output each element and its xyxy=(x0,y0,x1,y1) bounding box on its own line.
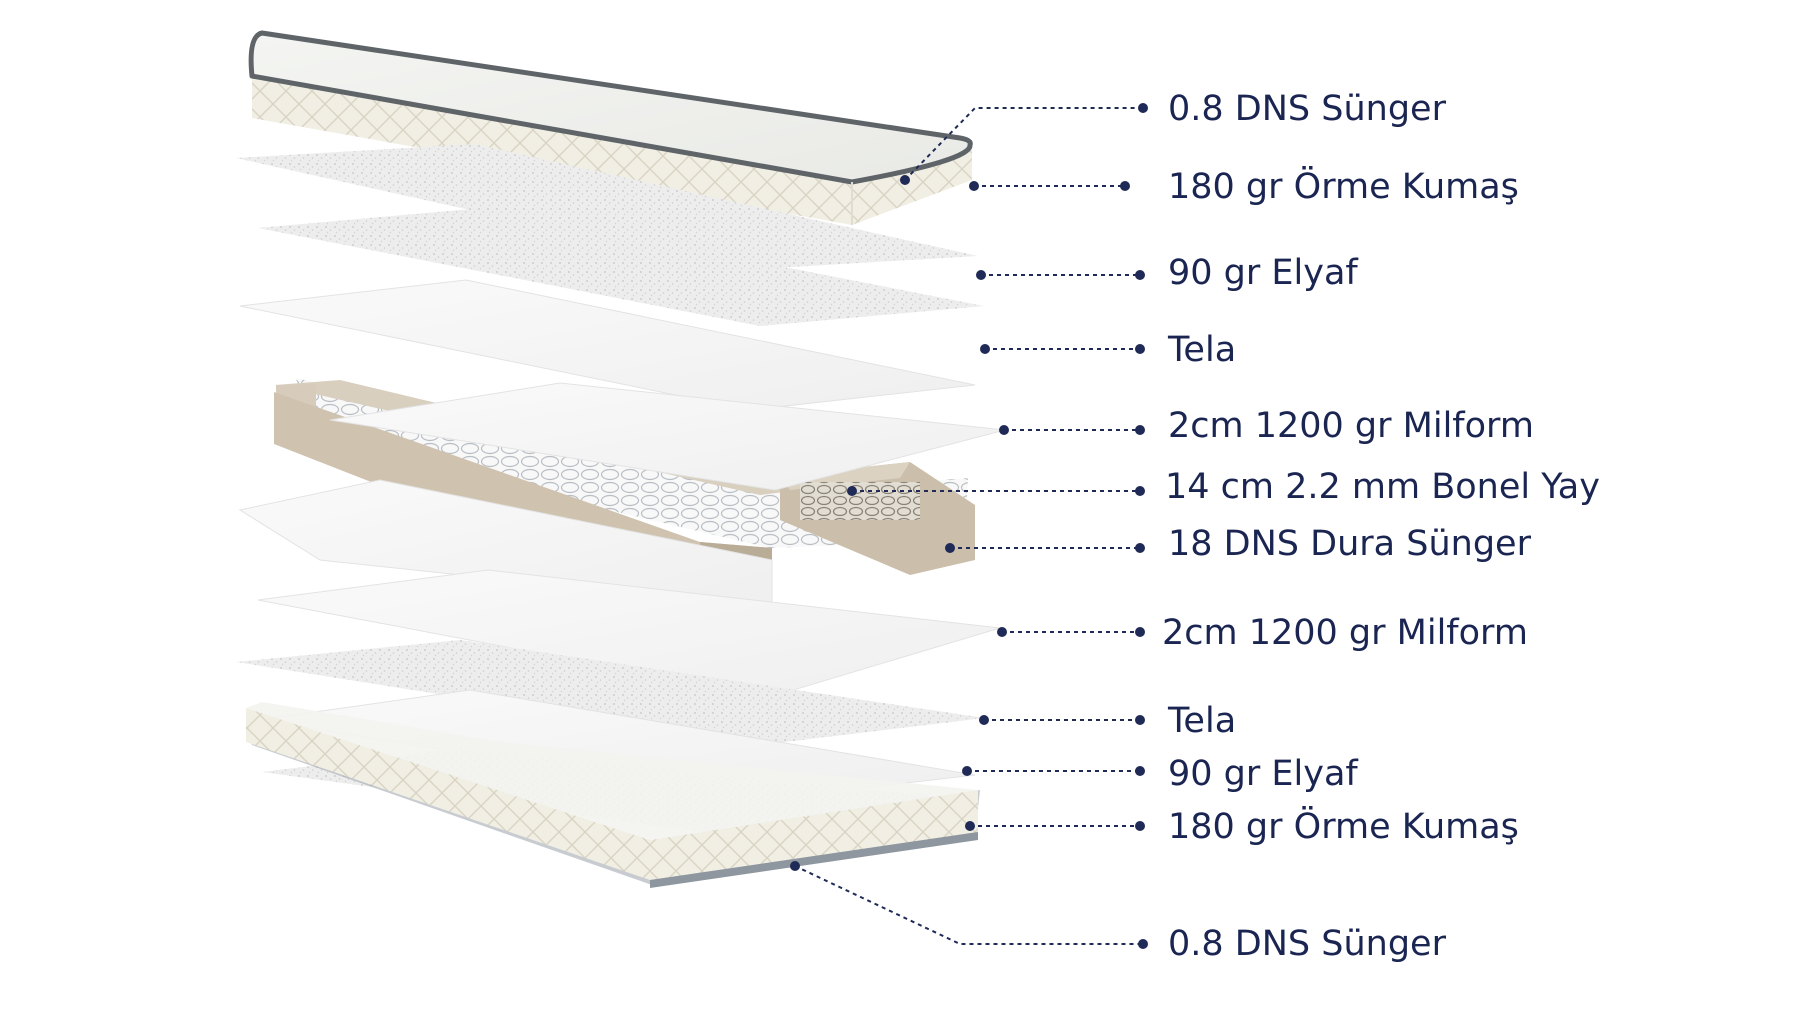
label-dura-foam: 18 DNS Dura Sünger xyxy=(1168,524,1532,564)
bottom-mattress-panel xyxy=(246,702,980,888)
top-mattress-panel xyxy=(248,30,973,225)
bottom-tela-sheet xyxy=(236,640,985,745)
callout-dot-bottom-milform xyxy=(997,627,1007,637)
callout-dot-dura-foam xyxy=(945,543,955,553)
label-top-fiber: 90 gr Elyaf xyxy=(1168,253,1358,293)
label-bottom-knit-fabric: 180 gr Örme Kumaş xyxy=(1168,805,1519,847)
label-bonnell-spring: 14 cm 2.2 mm Bonel Yay xyxy=(1165,467,1600,507)
callout-dot-top-milform xyxy=(999,425,1009,435)
leader-line-top-foam xyxy=(904,107,1143,181)
label-top-milform: 2cm 1200 gr Milform xyxy=(1168,406,1534,446)
label-bottom-milform: 2cm 1200 gr Milform xyxy=(1162,613,1528,653)
top-panel-quilted-side xyxy=(252,78,972,225)
bottom-panel-quilted-side xyxy=(246,708,978,880)
callout-dot-top-knit-fabric xyxy=(969,181,979,191)
top-tela-sheet xyxy=(239,279,976,411)
leader-line-bottom-foam xyxy=(794,865,1143,945)
label-top-knit-fabric: 180 gr Örme Kumaş xyxy=(1168,165,1519,207)
callout-dot-top-fiber xyxy=(976,270,986,280)
callout-dot-bottom-tela xyxy=(979,715,989,725)
label-bottom-foam: 0.8 DNS Sünger xyxy=(1168,924,1447,964)
label-bottom-tela: Tela xyxy=(1167,701,1236,741)
callout-labels: 0.8 DNS Sünger 180 gr Örme Kumaş 90 gr E… xyxy=(1162,89,1600,964)
callout-dot-bottom-fiber xyxy=(962,766,972,776)
top-panel-face xyxy=(248,30,973,185)
callout-dot-top-foam xyxy=(900,175,910,185)
top-fiber-sheet xyxy=(258,208,984,326)
top-knit-fabric-sheet xyxy=(236,144,978,270)
label-top-tela: Tela xyxy=(1167,330,1236,370)
callout-dots xyxy=(790,103,1148,949)
callout-dot-top-tela xyxy=(980,344,990,354)
label-top-foam: 0.8 DNS Sünger xyxy=(1168,89,1447,129)
callout-dot-bonnell-spring xyxy=(847,486,857,496)
callout-dot-bottom-foam xyxy=(790,861,800,871)
callout-dot-bottom-knit-fabric xyxy=(965,821,975,831)
leader-lines xyxy=(794,107,1143,945)
label-bottom-fiber: 90 gr Elyaf xyxy=(1168,754,1358,794)
